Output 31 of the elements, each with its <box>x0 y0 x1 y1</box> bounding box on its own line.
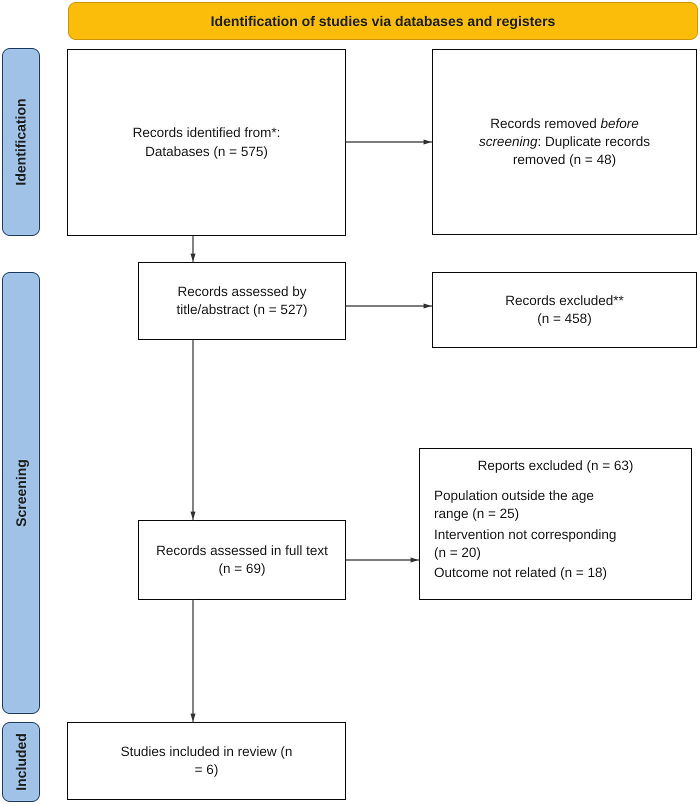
arrow <box>190 340 196 520</box>
exclusion-list-box <box>419 448 692 600</box>
arrow <box>190 236 196 262</box>
process-box <box>67 722 346 800</box>
list-text: Outcome not related (n = 18) <box>434 564 607 582</box>
box-text: Records excluded** (n = 458) <box>504 292 624 328</box>
process-box <box>138 262 346 340</box>
phase-label-band <box>2 722 40 802</box>
list-text: Reports excluded (n = 63) <box>478 457 634 475</box>
arrow <box>346 303 432 309</box>
list-text: Intervention not corresponding (n = 20) <box>434 526 618 562</box>
phase-label: Included <box>13 733 29 791</box>
box-text: Records removed before screening: Duplicate records removed (n = 48) <box>478 114 652 170</box>
process-box <box>432 272 697 348</box>
process-box <box>432 49 697 235</box>
section-header-band <box>68 2 698 40</box>
phase-label: Identification <box>13 98 29 186</box>
box-text: Records identified from*: Databases (n = 575) <box>132 124 282 161</box>
arrow <box>346 139 432 145</box>
phase-label: Screening <box>13 459 29 527</box>
box-text: Records assessed in full text (n = 69) <box>155 542 329 578</box>
phase-label-band <box>2 272 40 714</box>
box-text: Records assessed by title/abstract (n = 527) <box>176 282 308 319</box>
process-box <box>138 520 346 600</box>
phase-label-band <box>2 48 40 236</box>
arrow <box>346 557 419 563</box>
box-text: Studies included in review (n = 6) <box>120 742 294 779</box>
arrow <box>190 600 196 722</box>
process-box <box>67 49 346 236</box>
list-text: Population outside the age range (n = 25) <box>434 487 595 524</box>
header-text: Identification of studies via databases and registers <box>210 13 556 29</box>
